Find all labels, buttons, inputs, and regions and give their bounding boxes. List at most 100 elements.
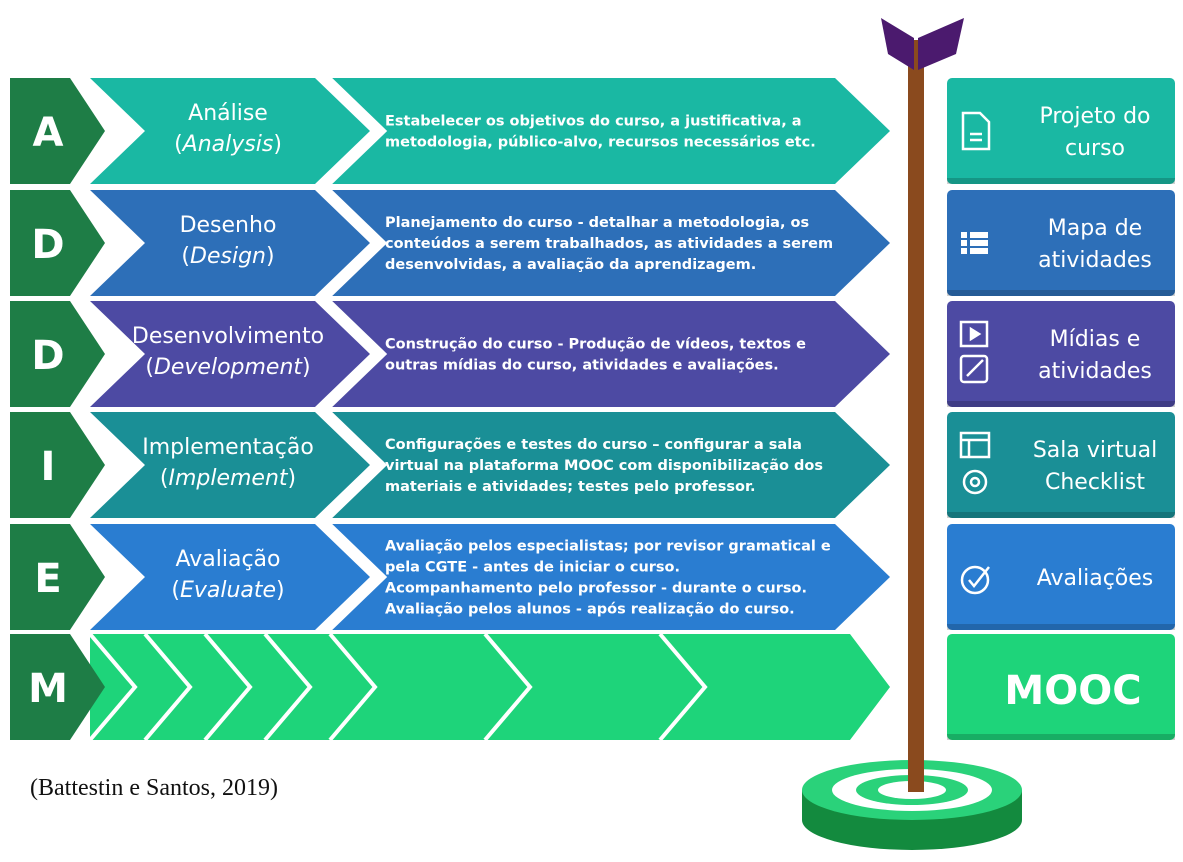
description-line: Estabelecer os objetivos do curso, a jus… [385,114,802,130]
description-chevron [330,524,890,630]
description-line: Planejamento do curso - detalhar a metod… [385,215,809,231]
letter-chevron [10,190,105,296]
phase-row: D Desenho (Design) Planejamento do curso - … [10,188,890,298]
mooc-chevron [88,632,138,742]
phase-row: I Implementação (Implement) Configurações e… [10,410,890,520]
list-icon [961,232,988,254]
description-line: Acompanhamento pelo professor - durante … [385,581,807,597]
output-label: MOOC [1004,668,1141,714]
chevron-divider [328,522,388,632]
description-line: Construção do curso - Produção de vídeos… [385,337,806,353]
phase-name: Avaliação [175,547,280,572]
description-line: Configurações e testes do curso – config… [385,437,802,453]
output-box-bg [947,524,1175,630]
mooc-chevron [483,632,533,742]
phase-name: Desenvolvimento [132,324,324,349]
description-chevron [330,190,890,296]
phase-chevron [90,524,370,630]
phase-row: E Avaliação (Evaluate) Avaliação pelos espe… [10,522,890,632]
description-chevron [330,78,890,184]
phase-chevron [90,412,370,518]
output-box-bg [947,412,1175,518]
arrow-fletching-right [918,18,964,70]
mooc-chevron [328,632,378,742]
mooc-band [90,634,890,740]
description-line: Avaliação pelos alunos - após realização… [385,602,795,618]
letter-chevron [10,78,105,184]
output-label: curso [1065,136,1125,161]
phase-letter: A [33,110,64,156]
phase-letter: D [31,333,64,379]
phase-name: Desenho [180,213,277,238]
phase-name: Implementação [142,435,314,460]
description-chevron [330,301,890,407]
mooc-chevron [658,632,708,742]
output-label: atividades [1038,248,1152,273]
output-box: Projeto do curso [947,78,1175,184]
output-box: Avaliações [947,524,1175,630]
arrow-icon [881,18,964,792]
output-label: Mapa de [1048,216,1142,241]
phase-name-english: (Design) [181,244,274,269]
phase-letter: I [41,444,56,490]
output-box-bg [947,634,1175,740]
arrow-fletching-left [881,18,914,70]
description-line: virtual na plataforma MOOC com disponibi… [385,458,823,474]
description-line: pela CGTE - antes de iniciar o curso. [385,560,680,576]
output-box-bg [947,78,1175,184]
output-label: Checklist [1045,470,1145,495]
output-box-bg [947,301,1175,407]
chevron-divider [328,299,388,409]
description-chevron [330,412,890,518]
phase-name-english: (Analysis) [174,132,282,157]
settings-icon [959,431,991,495]
phase-letter: M [28,666,68,712]
output-box: Mídias e atividades [947,301,1175,407]
description-line: Avaliação pelos especialistas; por revis… [385,539,831,555]
output-label: atividades [1038,359,1152,384]
phase-row: D Desenvolvimento (Development) Construção … [10,299,890,409]
mooc-chevron [263,632,313,742]
output-label: Projeto do [1039,104,1150,129]
phase-chevron [90,301,370,407]
target-icon [802,760,1022,850]
description-line: metodologia, público-alvo, recursos nece… [385,135,816,151]
output-box: MOOC [947,634,1175,740]
phase-name-english: (Evaluate) [171,578,284,603]
source-caption: (Battestin e Santos, 2019) [30,775,278,801]
media-icon [959,320,989,384]
mooc-chevron [143,632,193,742]
output-label: Avaliações [1037,566,1154,591]
output-label: Sala virtual [1033,438,1157,463]
phase-letter: D [31,222,64,268]
letter-chevron [10,412,105,518]
description-line: outras mídias do curso, atividades e ava… [385,358,779,374]
description-line: materiais e atividades; testes pelo prof… [385,479,756,495]
phase-row: M [10,632,900,742]
check-icon [960,565,990,595]
phase-chevron [90,190,370,296]
phase-name: Análise [188,101,268,126]
description-line: conteúdos a serem trabalhados, as ativid… [385,236,833,252]
mooc-tip [850,634,900,740]
phase-letter: E [34,556,61,602]
mooc-chevron [203,632,253,742]
description-line: desenvolvidas, a avaliação da aprendizag… [385,257,756,273]
phase-row: A Análise (Analysis) Estabelecer os objetiv… [10,76,890,186]
chevron-divider [328,188,388,298]
output-label: Mídias e [1050,327,1141,352]
phase-name-english: (Development) [145,355,310,380]
letter-chevron [10,524,105,630]
chevron-divider [328,410,388,520]
chevron-divider [328,76,388,186]
phase-chevron [90,78,370,184]
phase-name-english: (Implement) [160,466,296,491]
letter-chevron [10,301,105,407]
arrow-shaft [908,40,924,792]
output-box: Mapa de atividades [947,190,1175,296]
document-icon [961,111,991,151]
output-box-bg [947,190,1175,296]
letter-chevron [10,634,105,740]
